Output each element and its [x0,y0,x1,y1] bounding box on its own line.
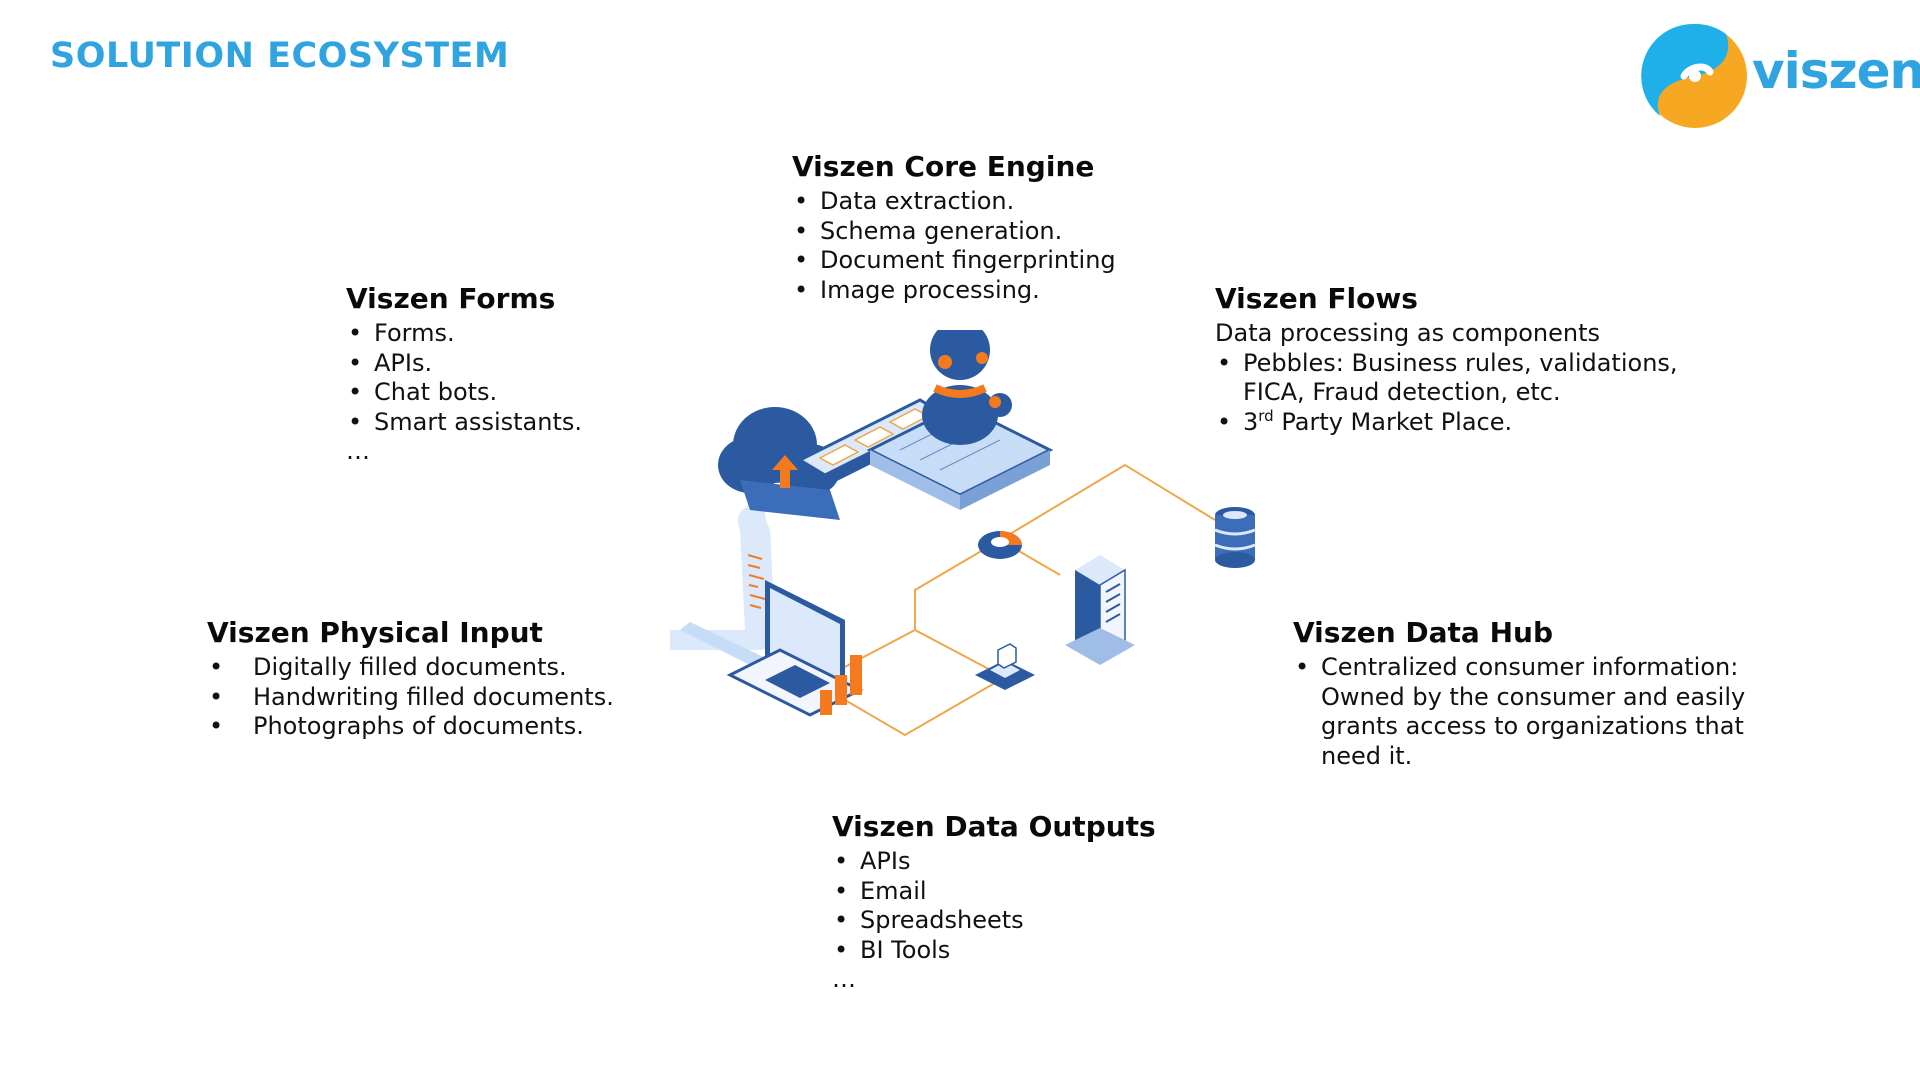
data-outputs-list: APIs Email Spreadsheets BI Tools [832,847,1156,965]
data-hub-section: Viszen Data Hub Centralized consumer inf… [1293,616,1745,771]
flows-list: Pebbles: Business rules, validations, FI… [1215,349,1678,438]
market-superscript: rd [1258,406,1274,425]
list-item: Image processing. [792,276,1116,306]
data-outputs-section: Viszen Data Outputs APIs Email Spreadshe… [832,810,1156,995]
database-icon [1214,507,1256,568]
forms-section: Viszen Forms Forms. APIs. Chat bots. Sma… [346,282,582,467]
list-item: Digitally filled documents. [207,653,614,683]
list-item-line: Centralized consumer information: [1321,653,1739,681]
list-item-line: need it. [1321,741,1413,770]
viszen-logo: viszen [1640,20,1920,130]
pie-chart-icon [978,531,1022,559]
physical-input-section: Viszen Physical Input Digitally filled d… [207,616,614,742]
paper-scroll-icon [670,500,775,670]
data-hub-list: Centralized consumer information: Owned … [1293,653,1745,771]
page-title: SOLUTION ECOSYSTEM [50,36,510,76]
core-engine-title: Viszen Core Engine [792,150,1095,183]
robot-icon [866,330,1054,510]
market-prefix: 3 [1243,407,1259,436]
market-suffix: Party Market Place. [1273,407,1513,436]
list-item-line: grants access to organizations that [1321,712,1744,740]
list-item: Data extraction. [792,187,1116,217]
physical-input-title: Viszen Physical Input [207,616,543,649]
list-item: Document fingerprinting [792,246,1116,276]
data-outputs-title: Viszen Data Outputs [832,810,1156,843]
list-item: Forms. [346,319,582,349]
data-outputs-ellipsis: … [832,965,856,993]
list-item: 3rd Party Market Place. [1215,408,1678,438]
core-engine-list: Data extraction. Schema generation. Docu… [792,187,1116,305]
ecosystem-illustration [670,330,1256,737]
bar-chart-icon [820,655,862,715]
list-item: Centralized consumer information: Owned … [1293,653,1745,771]
forms-ellipsis: … [346,437,370,465]
viszen-logo-icon [1641,23,1747,128]
list-item-line: FICA, Fraud detection, etc. [1243,378,1561,406]
list-item: APIs [832,847,1156,877]
forms-list: Forms. APIs. Chat bots. Smart assistants… [346,319,582,437]
inbox-tray-icon [975,643,1035,690]
list-item-line: Owned by the consumer and easily [1321,682,1746,711]
list-item: Photographs of documents. [207,712,614,742]
list-item: APIs. [346,349,582,379]
flows-subtitle: Data processing as components [1215,319,1601,347]
server-icon [1065,555,1135,665]
forms-title: Viszen Forms [346,282,556,315]
list-item: BI Tools [832,936,1156,966]
list-item: Handwriting filled documents. [207,683,614,713]
list-item: Chat bots. [346,378,582,408]
core-engine-section: Viszen Core Engine Data extraction. Sche… [792,150,1116,305]
list-item: Spreadsheets [832,906,1156,936]
list-item: Email [832,877,1156,907]
flows-section: Viszen Flows Data processing as componen… [1215,282,1678,437]
flows-title: Viszen Flows [1215,282,1418,315]
list-item: Schema generation. [792,217,1116,247]
list-item: Pebbles: Business rules, validations, FI… [1215,349,1678,408]
list-item-line: Pebbles: Business rules, validations, [1243,348,1678,377]
data-hub-title: Viszen Data Hub [1293,616,1553,649]
connector-lines [819,463,1216,737]
physical-input-list: Digitally filled documents. Handwriting … [207,653,614,742]
list-item: Smart assistants. [346,408,582,438]
laptop-icon [726,580,864,717]
logo-wordmark: viszen [1752,42,1920,100]
